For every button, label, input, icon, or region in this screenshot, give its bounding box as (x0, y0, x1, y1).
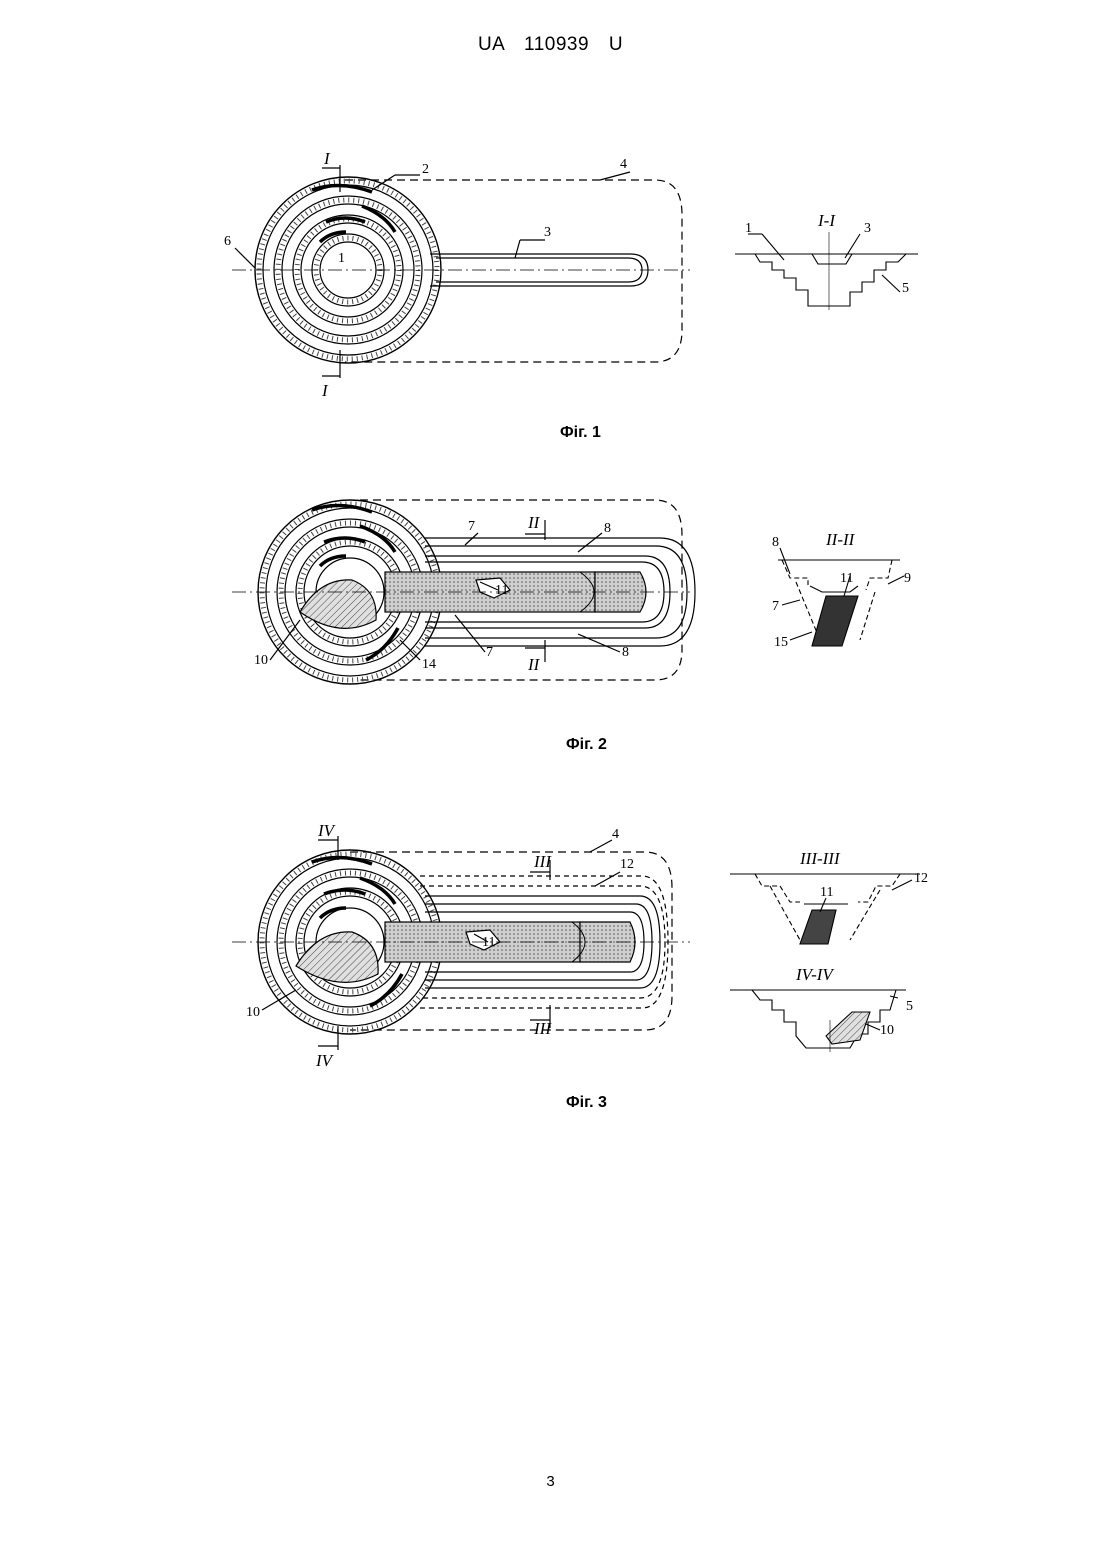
svg-text:1: 1 (338, 251, 345, 266)
svg-text:7: 7 (468, 519, 475, 534)
svg-text:11: 11 (840, 571, 853, 586)
svg-text:2: 2 (422, 162, 429, 177)
svg-text:8: 8 (772, 535, 779, 550)
svg-text:II: II (527, 513, 541, 532)
svg-text:II: II (527, 655, 541, 674)
svg-text:III: III (533, 1019, 552, 1038)
svg-text:IV: IV (315, 1051, 335, 1070)
svg-text:11: 11 (495, 583, 508, 598)
page-number: 3 (0, 1473, 1101, 1490)
figure-1-section (735, 232, 918, 310)
svg-text:5: 5 (906, 999, 913, 1014)
figure-1-caption: Фіг. 1 (560, 424, 601, 442)
figure-3-caption: Фіг. 3 (566, 1094, 607, 1112)
figure-3-section-iv (730, 990, 906, 1052)
svg-text:4: 4 (620, 157, 627, 172)
svg-text:11: 11 (482, 935, 495, 950)
svg-text:8: 8 (622, 645, 629, 660)
svg-text:4: 4 (612, 827, 619, 842)
svg-text:8: 8 (604, 521, 611, 536)
svg-text:1: 1 (745, 221, 752, 236)
svg-text:12: 12 (914, 871, 928, 886)
svg-text:3: 3 (864, 221, 871, 236)
svg-text:I: I (321, 381, 329, 400)
svg-text:IV: IV (317, 821, 337, 840)
svg-text:10: 10 (254, 653, 268, 668)
figure-1-plan (232, 165, 690, 378)
svg-text:7: 7 (486, 645, 493, 660)
svg-text:10: 10 (880, 1023, 894, 1038)
figure-2-caption: Фіг. 2 (566, 736, 607, 754)
svg-text:IV-IV: IV-IV (795, 965, 835, 984)
svg-text:3: 3 (544, 225, 551, 240)
svg-text:15: 15 (774, 635, 788, 650)
svg-text:9: 9 (904, 571, 911, 586)
svg-text:7: 7 (772, 599, 779, 614)
svg-text:10: 10 (246, 1005, 260, 1020)
svg-text:5: 5 (902, 281, 909, 296)
svg-text:III-III: III-III (799, 849, 841, 868)
svg-text:III: III (533, 852, 552, 871)
svg-text:12: 12 (620, 857, 634, 872)
svg-text:6: 6 (224, 234, 231, 249)
figure-2-section (778, 548, 904, 646)
figure-3-plan (232, 800, 690, 1050)
svg-text:I: I (323, 149, 331, 168)
svg-text:14: 14 (422, 657, 436, 672)
svg-text:11: 11 (820, 885, 833, 900)
svg-text:II-II: II-II (825, 530, 856, 549)
svg-text:I-I: I-I (817, 211, 836, 230)
